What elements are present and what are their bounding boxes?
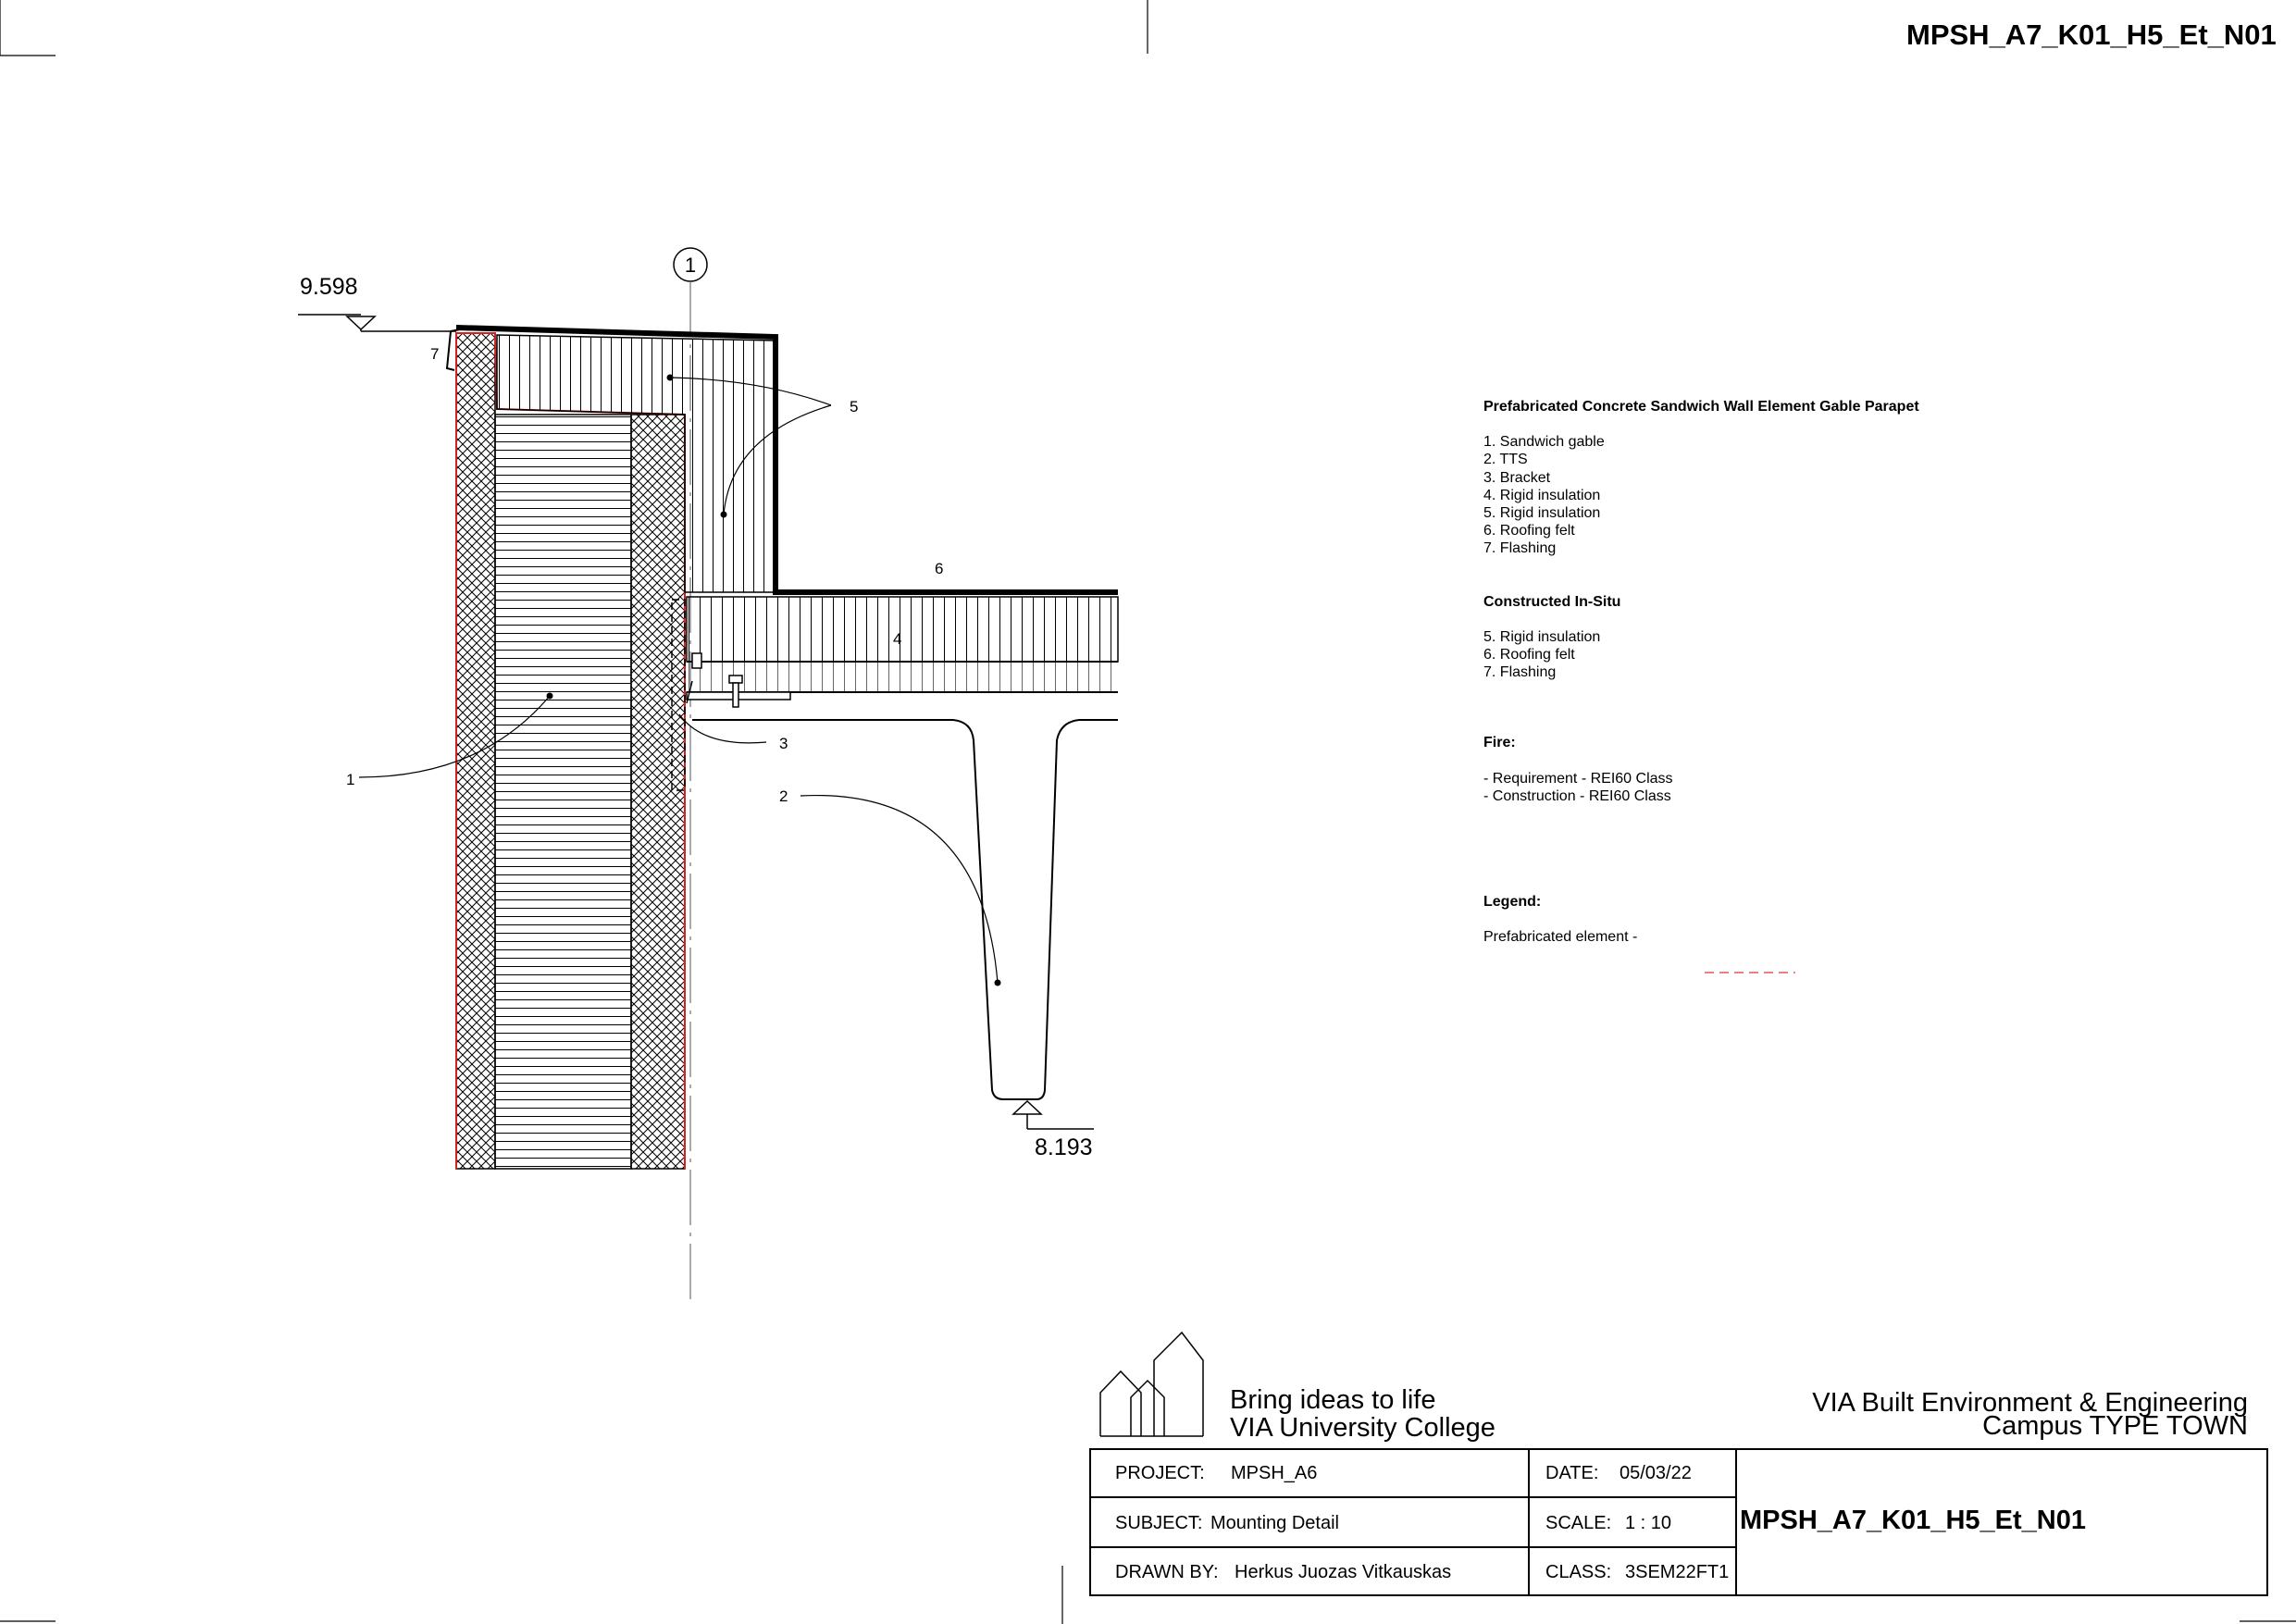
scale-value: 1 : 10: [1625, 1513, 1672, 1533]
title-block-frame: [1089, 1448, 2268, 1596]
level-marker-bottom: [1011, 1099, 1094, 1130]
institution: VIA Built Environment & Engineering: [1812, 1388, 2248, 1418]
notes-panel: Prefabricated Concrete Sandwich Wall Ele…: [1483, 398, 1919, 946]
fire-item: - Construction - REI60 Class: [1483, 787, 1671, 804]
class-value: 3SEM22FT1: [1625, 1562, 1730, 1582]
project-label: PROJECT:: [1115, 1463, 1205, 1483]
prefab-item: 4. Rigid insulation: [1483, 487, 1601, 503]
prefab-title: Prefabricated Concrete Sandwich Wall Ele…: [1483, 399, 1919, 415]
callout-2: 2: [779, 787, 788, 805]
insitu-item: 7. Flashing: [1483, 664, 1557, 681]
level-marker-top: [298, 314, 456, 332]
callout-4: 4: [893, 630, 901, 648]
callout-5: 5: [850, 398, 858, 415]
subject-value: Mounting Detail: [1210, 1513, 1339, 1533]
prefab-item: 6. Roofing felt: [1483, 523, 1575, 539]
prefab-item: 3. Bracket: [1483, 469, 1551, 486]
prefab-item: 1. Sandwich gable: [1483, 434, 1605, 451]
date-label: DATE:: [1545, 1463, 1599, 1483]
scale-label: SCALE:: [1545, 1513, 1612, 1533]
level-bottom: 8.193: [1035, 1134, 1093, 1160]
grid-label: 1: [685, 254, 696, 277]
drawn-by-label: DRAWN BY:: [1115, 1562, 1219, 1582]
sheet-code: MPSH_A7_K01_H5_Et_N01: [1906, 19, 2277, 51]
prefab-item: 5. Rigid insulation: [1483, 505, 1601, 522]
fire-item: - Requirement - REI60 Class: [1483, 770, 1673, 787]
parapet-insulation: [445, 325, 1118, 595]
via-logo-icon: [1099, 1331, 1204, 1437]
roof-insulation: [686, 596, 1119, 693]
date-value: 05/03/22: [1620, 1463, 1692, 1483]
project-value: MPSH_A6: [1231, 1463, 1318, 1483]
drawn-by-value: Herkus Juozas Vitkauskas: [1235, 1562, 1452, 1582]
drawing-code: MPSH_A7_K01_H5_Et_N01: [1740, 1506, 2086, 1535]
sandwich-wall: [455, 332, 686, 1170]
callout-1: 1: [346, 771, 354, 788]
prefab-item: 7. Flashing: [1483, 540, 1557, 557]
slogan: Bring ideas to life: [1230, 1385, 1436, 1415]
tts-beam: [692, 719, 1118, 1100]
leader-lines: [358, 377, 999, 984]
subject-label: SUBJECT:: [1115, 1513, 1203, 1533]
school-name: VIA University College: [1230, 1413, 1496, 1443]
campus: Campus TYPE TOWN: [1982, 1411, 2248, 1441]
insitu-title: Constructed In-Situ: [1483, 593, 1621, 610]
insitu-item: 6. Roofing felt: [1483, 647, 1575, 663]
class-label: CLASS:: [1545, 1562, 1612, 1582]
insitu-item: 5. Rigid insulation: [1483, 628, 1601, 645]
prefab-item: 2. TTS: [1483, 452, 1528, 468]
callout-7: 7: [430, 345, 439, 363]
bracket: [671, 599, 791, 791]
callout-3: 3: [779, 735, 788, 752]
level-top: 9.598: [300, 274, 358, 300]
legend-item: Prefabricated element -: [1483, 929, 1638, 946]
leader-dots: [546, 374, 1001, 986]
callout-6: 6: [935, 560, 943, 577]
legend-title: Legend:: [1483, 894, 1542, 911]
fire-title: Fire:: [1483, 735, 1516, 751]
